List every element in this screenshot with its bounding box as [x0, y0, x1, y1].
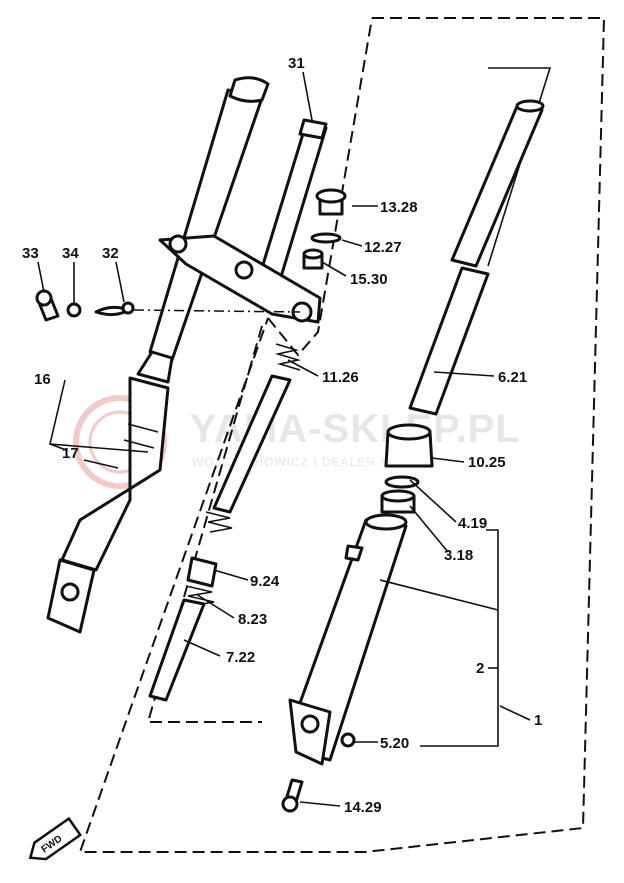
- inner-tube: [408, 67, 552, 416]
- outer-tube: [288, 513, 408, 766]
- callout-13-28: 13.28: [380, 199, 418, 216]
- left-fork-assembly: [46, 76, 270, 634]
- fork-cap-parts: [302, 188, 347, 270]
- callout-15-30: 15.30: [350, 271, 388, 288]
- callout-14-29: 14.29: [344, 799, 382, 816]
- callout-17: 17: [62, 445, 79, 462]
- callout-5-20: 5.20: [380, 735, 409, 752]
- pinch-bolt-parts: [35, 289, 301, 322]
- callout-32: 32: [102, 245, 119, 262]
- seal-parts: [380, 423, 434, 514]
- assembly-boundary: [78, 17, 606, 853]
- drain-bolt: [281, 778, 304, 813]
- callout-9-24: 9.24: [250, 573, 280, 590]
- watermark-title: YAMA-SKLEP.PL: [190, 407, 521, 451]
- damper-rod: [148, 556, 218, 702]
- fork-spring: [205, 343, 302, 533]
- callout-33: 33: [22, 245, 39, 262]
- steering-stem-assembly: [158, 118, 328, 324]
- callout-31: 31: [288, 55, 305, 72]
- callout-8-23: 8.23: [238, 611, 267, 628]
- callout-34: 34: [62, 245, 79, 262]
- callout-6-21: 6.21: [498, 369, 527, 386]
- callout-10-25: 10.25: [468, 454, 506, 471]
- callout-12-27: 12.27: [364, 239, 402, 256]
- callout-4-19: 4.19: [458, 515, 487, 532]
- fwd-arrow-icon: FWD: [28, 816, 83, 861]
- callout-11-26: 11.26: [322, 369, 359, 386]
- leader-lines: [37, 71, 531, 807]
- callout-16: 16: [34, 371, 51, 388]
- callout-7-22: 7.22: [226, 649, 255, 666]
- callout-2: 2: [476, 660, 484, 677]
- callout-1: 1: [534, 712, 542, 729]
- callout-labels: 31 33 34 32 16 17 13.28 12.27 15.30 11.2…: [22, 55, 542, 816]
- callout-3-18: 3.18: [444, 547, 473, 564]
